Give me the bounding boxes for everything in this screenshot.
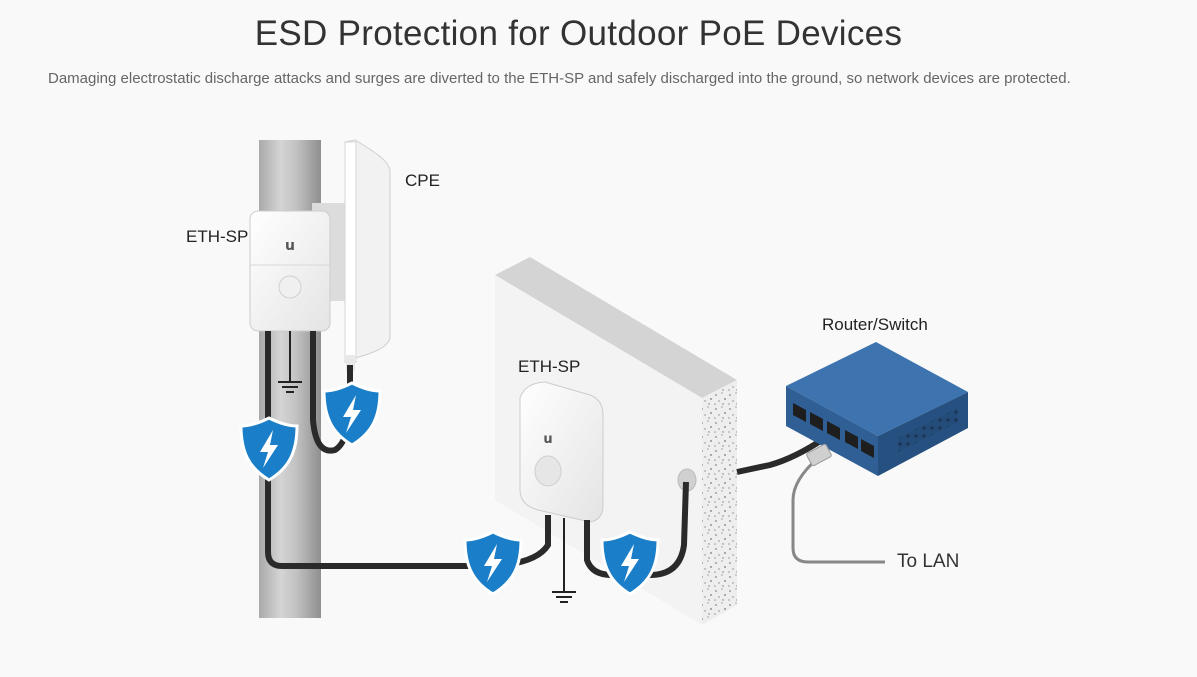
cpe-device	[312, 139, 391, 371]
label-to-lan: To LAN	[897, 551, 959, 572]
eth-sp-pole-device: u	[249, 210, 331, 332]
cable-pole-to-wall	[265, 331, 480, 569]
eth-sp-wall-device: u	[519, 381, 604, 523]
ubiquiti-u-logo-icon: u	[285, 238, 295, 254]
label-cpe: CPE	[405, 171, 440, 190]
page-subtitle: Damaging electrostatic discharge attacks…	[48, 70, 1071, 87]
shield-lightning-icon	[322, 381, 382, 447]
router-switch	[786, 342, 968, 476]
page-title: ESD Protection for Outdoor PoE Devices	[254, 14, 903, 53]
shield-lightning-icon	[463, 530, 523, 596]
label-eth-sp-wall: ETH-SP	[518, 357, 580, 376]
ubiquiti-u-logo-icon: u	[543, 432, 552, 447]
ground-symbol-icon	[551, 577, 577, 603]
lan-connector	[806, 443, 832, 467]
label-router-switch: Router/Switch	[822, 315, 928, 334]
label-eth-sp-pole: ETH-SP	[186, 227, 248, 246]
lan-cable	[791, 456, 885, 564]
